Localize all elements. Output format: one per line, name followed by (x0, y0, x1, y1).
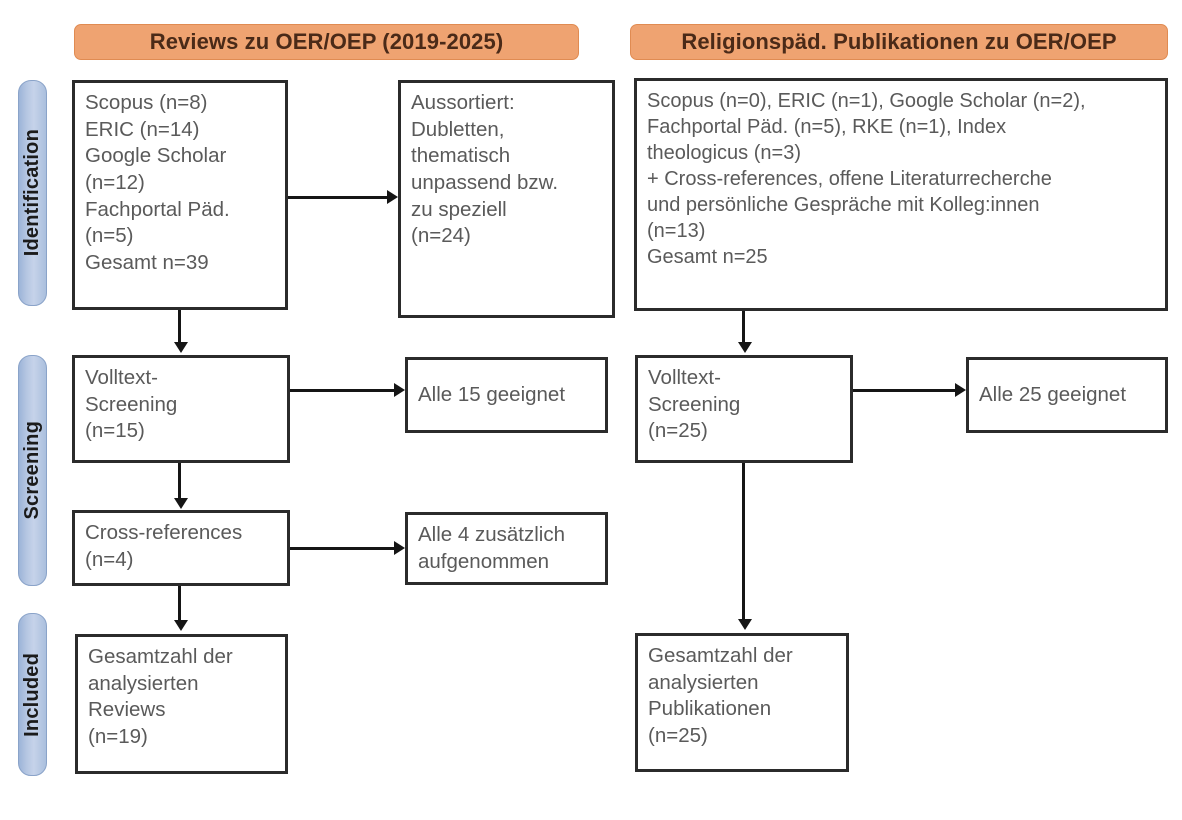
connector-right-sources-to-fulltext (742, 311, 745, 344)
column-header-publikationen-text: Religionspäd. Publikationen zu OER/OEP (681, 29, 1117, 54)
box-left-crossrefs-line-2: (n=4) (85, 547, 134, 571)
box-right-sources-line-3: theologicus (n=3) (647, 142, 801, 164)
stage-label-identification-text: Identification (21, 129, 43, 257)
box-right-sources: Scopus (n=0), ERIC (n=1), Google Scholar… (634, 78, 1168, 311)
box-left-sources-line-3: Google Scholar (85, 144, 227, 168)
box-left-excluded-line-2: Dubletten, (411, 117, 505, 141)
box-left-crossrefs-line-1: Cross-references (85, 521, 243, 544)
box-left-included-line-2: analysierten (88, 671, 199, 695)
connector-left-sources-to-fulltext (178, 310, 181, 344)
box-right-sources-line-4: + Cross-references, offene Literaturrech… (647, 168, 1052, 190)
box-left-excluded-line-3: thematisch (411, 144, 511, 168)
box-left-included: Gesamtzahl der analysierten Reviews (n=1… (75, 634, 288, 774)
box-left-sources-line-1: Scopus (n=8) (85, 91, 208, 114)
box-right-sources-line-6: (n=13) (647, 220, 706, 242)
box-right-sources-line-5: und persönliche Gespräche mit Kolleg:inn… (647, 194, 1040, 216)
arrowhead-right-fulltext-to-included (738, 619, 752, 630)
box-left-sources-line-4: (n=12) (85, 170, 145, 194)
box-left-fulltext: Volltext- Screening (n=15) (72, 355, 290, 463)
box-left-crossrefs: Cross-references (n=4) (72, 510, 290, 586)
box-left-included-line-1: Gesamtzahl der (88, 645, 233, 668)
arrowhead-right-sources-to-fulltext (738, 342, 752, 353)
box-left-included-line-3: Reviews (88, 698, 166, 722)
box-right-fulltext-result-line-1: Alle 25 geeignet (979, 382, 1127, 406)
box-right-included-line-1: Gesamtzahl der (648, 644, 793, 667)
arrowhead-left-sources-to-fulltext (174, 342, 188, 353)
box-left-sources-line-5: Fachportal Päd. (85, 197, 230, 221)
arrowhead-left-fulltext-to-result (394, 383, 405, 397)
box-left-fulltext-line-1: Volltext- (85, 366, 158, 389)
connector-left-crossrefs-to-result (290, 547, 395, 550)
column-header-publikationen: Religionspäd. Publikationen zu OER/OEP (630, 24, 1168, 60)
stage-label-identification: Identification (18, 80, 47, 306)
box-left-crossrefs-result-line-1: Alle 4 zusätzlich (418, 522, 565, 546)
box-left-sources-line-7: Gesamt n=39 (85, 250, 209, 274)
connector-left-crossrefs-to-included (178, 586, 181, 622)
connector-right-fulltext-to-included (742, 463, 745, 620)
box-left-fulltext-result: Alle 15 geeignet (405, 357, 608, 433)
box-left-fulltext-result-line-1: Alle 15 geeignet (418, 382, 566, 406)
arrowhead-right-fulltext-to-result (955, 383, 966, 397)
box-left-included-line-4: (n=19) (88, 724, 148, 748)
box-left-sources-line-2: ERIC (n=14) (85, 117, 200, 141)
box-right-included-line-4: (n=25) (648, 723, 708, 747)
box-right-fulltext-result: Alle 25 geeignet (966, 357, 1168, 433)
box-left-excluded: Aussortiert: Dubletten, thematisch unpas… (398, 80, 615, 318)
box-left-excluded-line-6: (n=24) (411, 224, 471, 248)
box-left-fulltext-line-3: (n=15) (85, 419, 145, 443)
box-right-fulltext-line-3: (n=25) (648, 419, 708, 443)
box-left-crossrefs-result-line-2: aufgenommen (418, 549, 550, 573)
connector-left-sources-to-excluded (288, 196, 388, 199)
box-left-sources-line-6: (n=5) (85, 224, 134, 248)
column-header-reviews-text: Reviews zu OER/OEP (2019-2025) (149, 29, 504, 54)
box-right-fulltext-line-2: Screening (648, 392, 741, 416)
box-right-included: Gesamtzahl der analysierten Publikatione… (635, 633, 849, 772)
connector-left-fulltext-to-result (290, 389, 395, 392)
box-right-sources-line-2: Fachportal Päd. (n=5), RKE (n=1), Index (647, 116, 1007, 138)
box-left-excluded-line-1: Aussortiert: (411, 91, 515, 114)
box-left-excluded-line-4: unpassend bzw. (411, 170, 559, 194)
box-left-sources: Scopus (n=8) ERIC (n=14) Google Scholar … (72, 80, 288, 310)
stage-label-screening-text: Screening (21, 421, 43, 520)
box-right-sources-line-7: Gesamt n=25 (647, 246, 768, 268)
stage-label-included-text: Included (21, 652, 43, 737)
box-right-included-line-2: analysierten (648, 670, 759, 694)
stage-label-included: Included (18, 613, 47, 776)
column-header-reviews: Reviews zu OER/OEP (2019-2025) (74, 24, 579, 60)
stage-label-screening: Screening (18, 355, 47, 586)
box-right-fulltext-line-1: Volltext- (648, 366, 721, 389)
arrowhead-left-crossrefs-to-result (394, 541, 405, 555)
box-right-sources-line-1: Scopus (n=0), ERIC (n=1), Google Scholar… (647, 90, 1086, 112)
box-left-fulltext-line-2: Screening (85, 392, 178, 416)
connector-right-fulltext-to-result (853, 389, 956, 392)
connector-left-fulltext-to-crossrefs (178, 463, 181, 500)
box-right-fulltext: Volltext- Screening (n=25) (635, 355, 853, 463)
box-right-included-line-3: Publikationen (648, 697, 772, 721)
box-left-excluded-line-5: zu speziell (411, 197, 507, 221)
arrowhead-left-crossrefs-to-included (174, 620, 188, 631)
arrowhead-left-fulltext-to-crossrefs (174, 498, 188, 509)
box-left-crossrefs-result: Alle 4 zusätzlich aufgenommen (405, 512, 608, 585)
arrowhead-left-sources-to-excluded (387, 190, 398, 204)
